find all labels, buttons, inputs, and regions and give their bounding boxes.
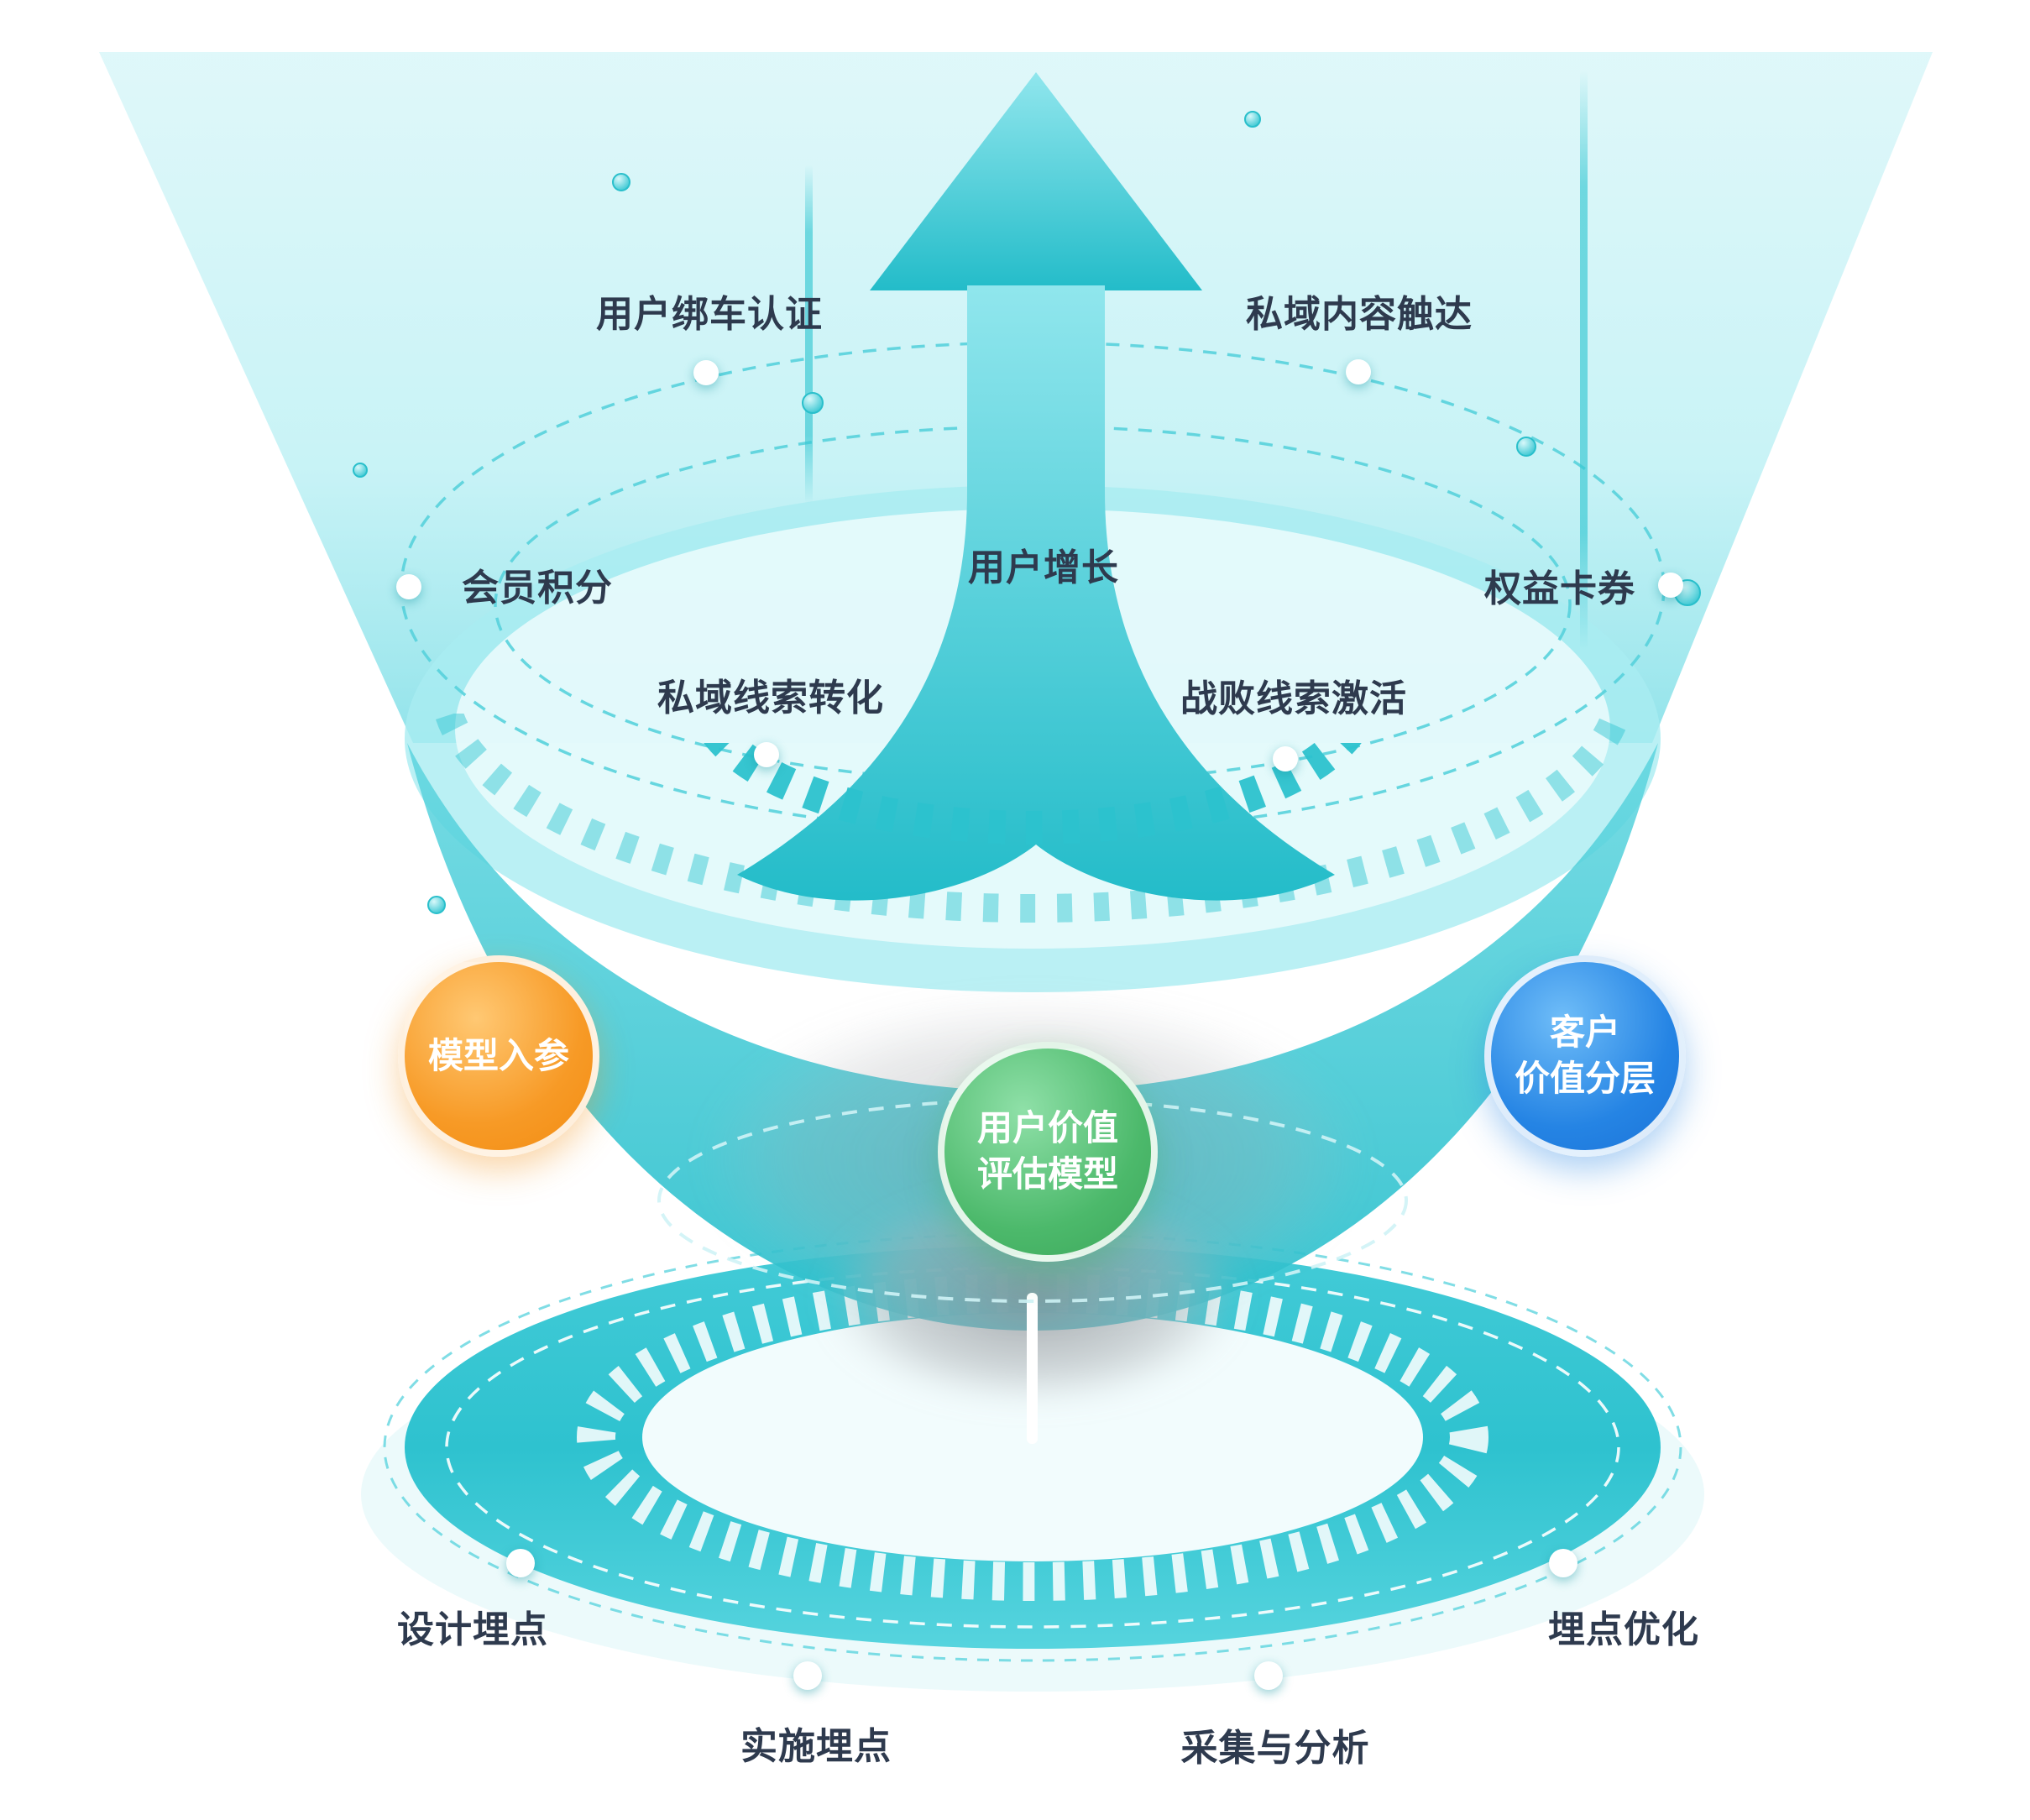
- label-user-growth: 用户增长: [968, 547, 1119, 588]
- label-rights-coupons: 权益卡券: [1484, 568, 1635, 609]
- label-private-content-reach: 私域内容触达: [1246, 294, 1473, 335]
- growth-up-arrow-icon: [737, 72, 1335, 901]
- dot-collection-analysis: [1254, 1661, 1283, 1690]
- node-model-input: 模型入参: [398, 955, 599, 1157]
- label-implement-tracking: 实施埋点: [740, 1726, 892, 1767]
- rim-tick-arc-center: [704, 743, 1362, 845]
- light-streaks: [805, 71, 1588, 650]
- node-customer-value-tiers-label: 客户 价值分层: [1514, 1012, 1656, 1098]
- dot-rights-coupons: [1658, 573, 1683, 598]
- label-tracking-optimization: 埋点优化: [1548, 1609, 1699, 1650]
- label-lost-lead-activation: 战败线索激活: [1180, 678, 1407, 719]
- dot-implement-tracking: [793, 1661, 822, 1690]
- dot-lost-lead-activation: [1273, 746, 1298, 771]
- label-design-tracking: 设计埋点: [397, 1609, 548, 1650]
- label-private-lead-conversion: 私域线索转化: [657, 677, 884, 719]
- dot-private-lead-conversion: [754, 742, 779, 767]
- node-customer-value-tiers: 客户 价值分层: [1484, 955, 1686, 1157]
- label-collection-analysis: 采集与分析: [1180, 1728, 1370, 1769]
- rim-tick-arc-outer: [434, 714, 1631, 923]
- dot-design-tracking: [506, 1549, 535, 1577]
- dot-user-car-binding: [693, 360, 719, 385]
- label-member-points: 会员积分: [462, 567, 613, 609]
- node-user-value-model: 用户价值 评估模型: [938, 1042, 1158, 1262]
- dot-tracking-optimization: [1549, 1549, 1577, 1577]
- node-user-value-model-label: 用户价值 评估模型: [976, 1108, 1118, 1194]
- dot-member-points: [396, 574, 421, 599]
- decor-bubbles: [353, 111, 1701, 914]
- label-user-car-binding: 用户绑车认证: [596, 294, 823, 335]
- dot-private-content-reach: [1346, 359, 1371, 384]
- node-model-input-label: 模型入参: [427, 1035, 569, 1075]
